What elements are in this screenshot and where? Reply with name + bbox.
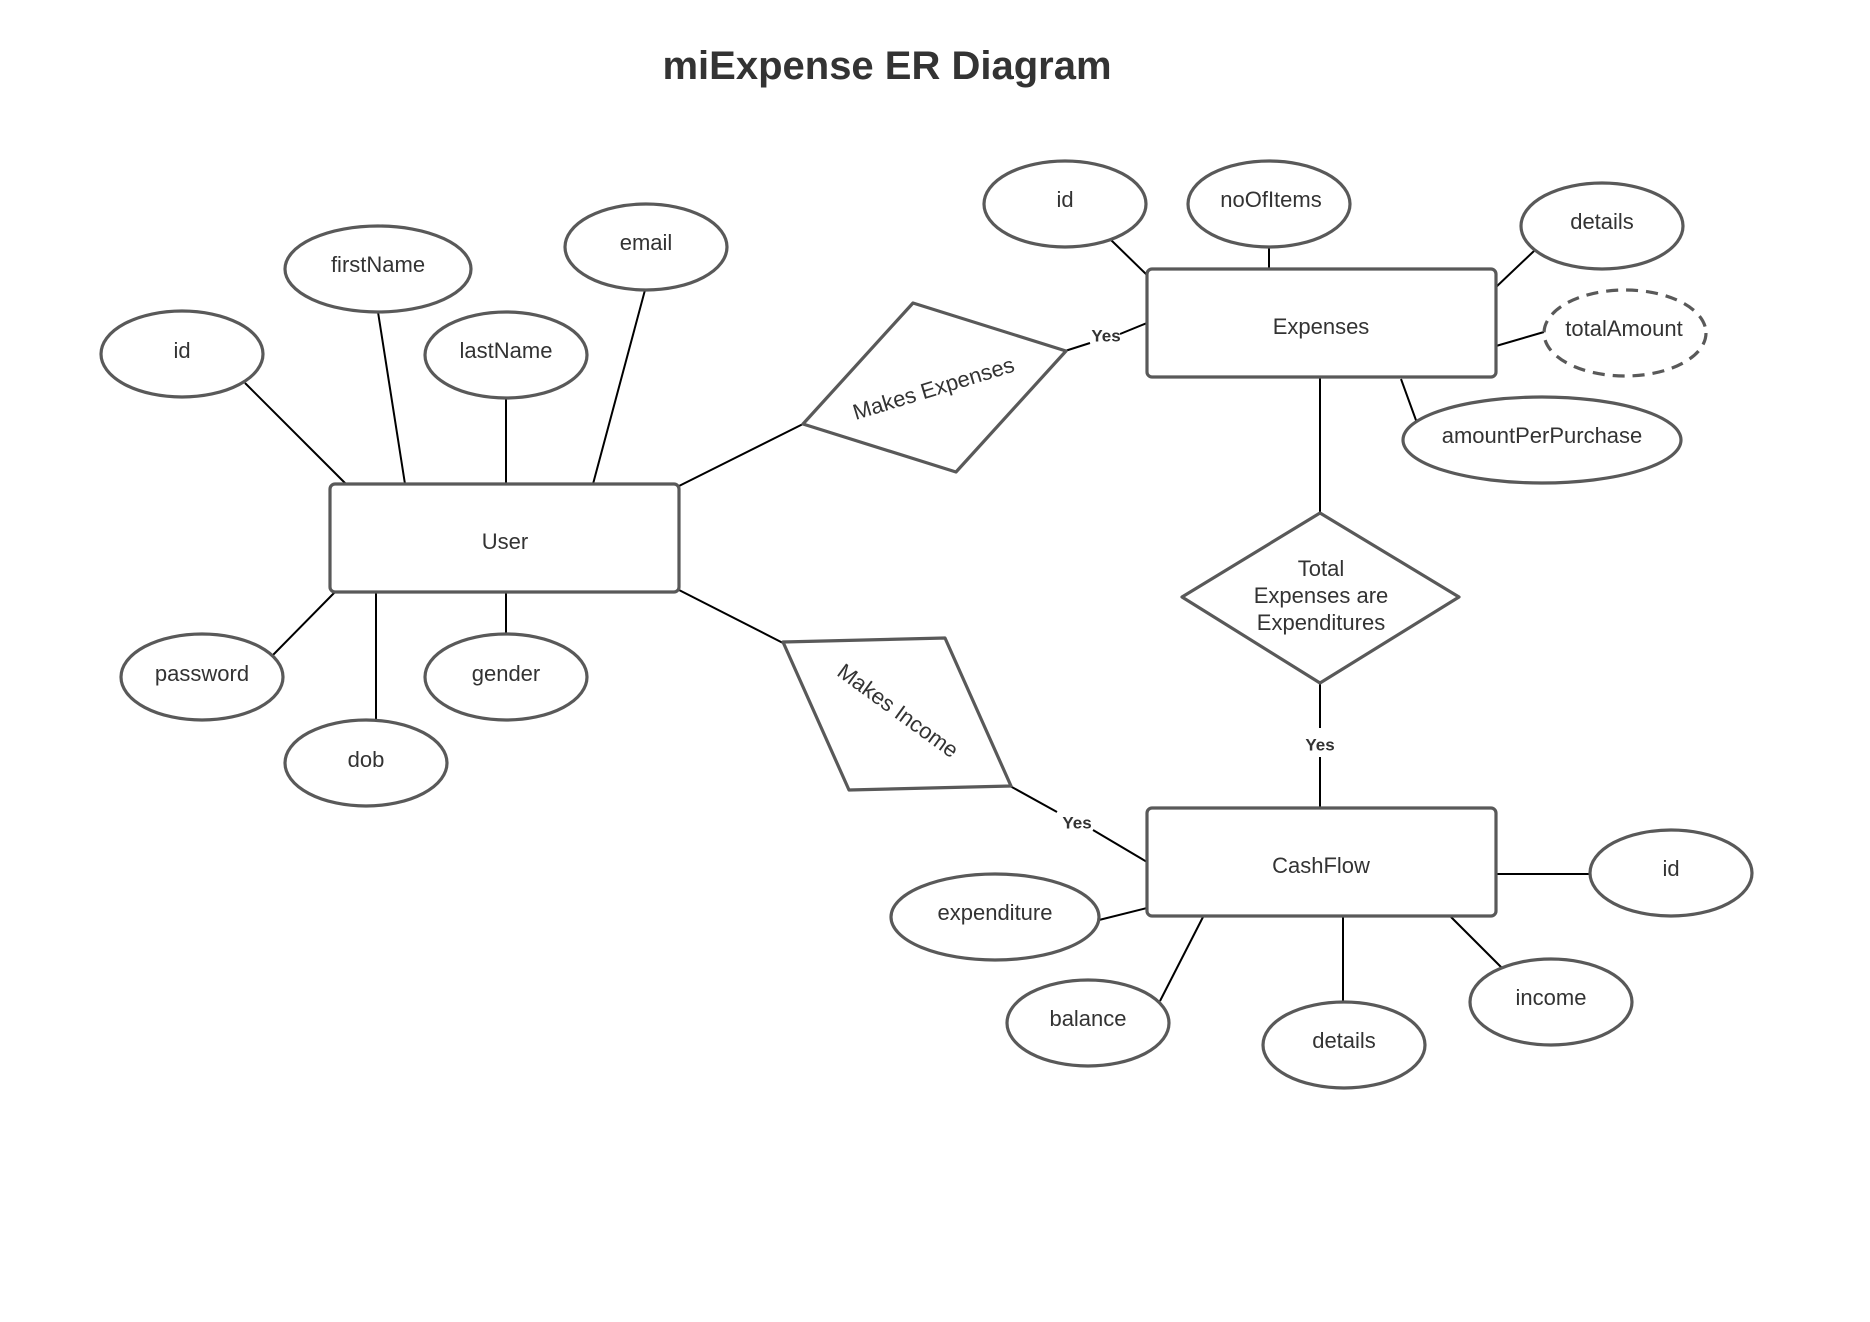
entity-user-label: User (482, 529, 528, 554)
attribute-expenses-totalamount-label: totalAmount (1565, 316, 1682, 341)
relationship-total-expenditures[interactable]: Total Expenses are Expenditures (1180, 511, 1461, 685)
attribute-user-firstname-label: firstName (331, 252, 425, 277)
attribute-user-password-label: password (155, 661, 249, 686)
attribute-user-gender[interactable]: gender (423, 632, 589, 722)
cardinality-total: Yes (1305, 735, 1334, 754)
entity-cashflow[interactable]: CashFlow (1145, 806, 1498, 918)
attribute-cashflow-details[interactable]: details (1261, 1000, 1427, 1090)
attribute-expenses-id-label: id (1056, 187, 1073, 212)
attribute-cashflow-id[interactable]: id (1588, 828, 1754, 918)
attribute-cashflow-balance-label: balance (1049, 1006, 1126, 1031)
attribute-user-password[interactable]: password (119, 632, 285, 722)
attribute-cashflow-expenditure-label: expenditure (938, 900, 1053, 925)
line-expenses-amountperpurchase (1400, 378, 1418, 424)
attribute-expenses-id[interactable]: id (982, 159, 1148, 249)
line-user-makes-expenses (678, 423, 804, 487)
relationship-total-line-2: Expenses are (1254, 583, 1389, 608)
relationship-makes-expenses[interactable]: Makes Expenses (801, 301, 1068, 474)
line-cashflow-balance (1159, 916, 1204, 1002)
relationship-total-line-3: Expenditures (1257, 610, 1385, 635)
attribute-expenses-details[interactable]: details (1519, 181, 1685, 271)
attribute-user-firstname[interactable]: firstName (283, 224, 473, 314)
line-expenses-id (1110, 239, 1148, 276)
line-expenses-totalamount (1495, 331, 1545, 347)
line-user-password (271, 591, 336, 657)
entity-cashflow-label: CashFlow (1272, 853, 1370, 878)
line-user-email (592, 289, 646, 485)
attribute-expenses-noofitems-label: noOfItems (1220, 187, 1321, 212)
line-rel-expenses-b (1119, 322, 1148, 335)
cardinality-income: Yes (1062, 813, 1091, 832)
attribute-user-email[interactable]: email (563, 202, 729, 292)
attribute-expenses-noofitems[interactable]: noOfItems (1186, 159, 1352, 249)
attribute-user-dob[interactable]: dob (283, 718, 449, 808)
entity-user[interactable]: User (328, 482, 681, 594)
line-expenses-details (1494, 250, 1535, 289)
entity-expenses-label: Expenses (1273, 314, 1370, 339)
relationship-total-line-1: Total (1298, 556, 1344, 581)
attribute-cashflow-details-label: details (1312, 1028, 1376, 1053)
line-rel-expenses-a (1064, 342, 1091, 352)
line-cashflow-income (1450, 916, 1503, 969)
attribute-user-email-label: email (620, 230, 673, 255)
line-user-makes-income (678, 589, 784, 644)
attribute-cashflow-id-label: id (1662, 856, 1679, 881)
diagram-title: miExpense ER Diagram (662, 44, 1111, 88)
connector-lines (244, 239, 1590, 1003)
attribute-cashflow-income-label: income (1516, 985, 1587, 1010)
attribute-user-gender-label: gender (472, 661, 541, 686)
attribute-cashflow-balance[interactable]: balance (1005, 978, 1171, 1068)
attribute-expenses-totalamount[interactable]: totalAmount (1542, 288, 1708, 378)
attribute-expenses-amountperpurchase[interactable]: amountPerPurchase (1401, 395, 1683, 485)
attribute-user-lastname[interactable]: lastName (423, 310, 589, 400)
entity-expenses[interactable]: Expenses (1145, 267, 1498, 379)
attribute-user-dob-label: dob (348, 747, 385, 772)
cardinality-expenses: Yes (1091, 326, 1120, 345)
attribute-user-id-label: id (173, 338, 190, 363)
attribute-user-id[interactable]: id (99, 309, 265, 399)
attribute-expenses-amountperpurchase-label: amountPerPurchase (1442, 423, 1643, 448)
attribute-user-lastname-label: lastName (460, 338, 553, 363)
attribute-expenses-details-label: details (1570, 209, 1634, 234)
attribute-cashflow-income[interactable]: income (1468, 957, 1634, 1047)
line-rel-income-a (1009, 785, 1058, 813)
line-cashflow-expenditure (1098, 907, 1148, 921)
line-user-firstname (377, 311, 406, 485)
relationship-makes-income[interactable]: Makes Income (781, 636, 1013, 792)
line-user-id (244, 382, 347, 485)
line-rel-income-b (1092, 829, 1148, 863)
attribute-cashflow-expenditure[interactable]: expenditure (889, 872, 1101, 962)
